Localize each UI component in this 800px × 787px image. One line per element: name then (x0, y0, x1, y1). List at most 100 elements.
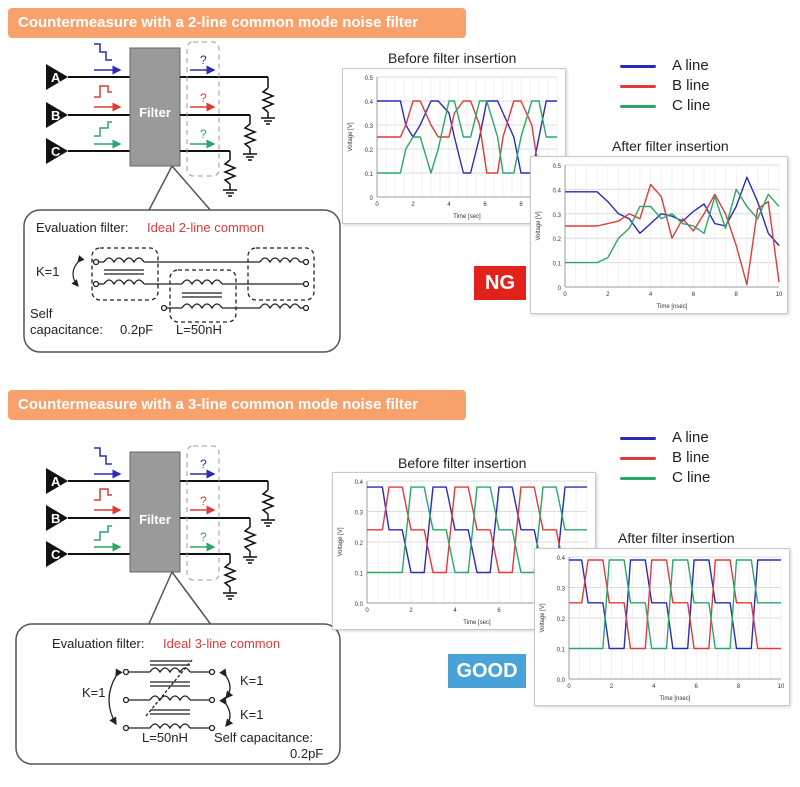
y-tick-label: 0.2 (365, 148, 374, 154)
legend-label-c: C line (672, 97, 711, 114)
x-tick-label: 6 (497, 608, 501, 614)
eval-filter-prefix: Evaluation filter: (36, 220, 129, 235)
y-tick-label: 0.3 (553, 213, 562, 219)
load-resistor-c-icon-bottom (222, 554, 238, 600)
unknown-output-box (186, 41, 220, 177)
y-tick-label: 0 (558, 286, 562, 292)
chart-title-top-before: Before filter insertion (388, 50, 517, 66)
self-cap-value: 0.2pF (120, 322, 153, 337)
legend-swatch-b-bottom (620, 457, 656, 460)
self-cap-line-bottom: Self capacitance: (214, 730, 313, 745)
y-tick-label: 0.4 (355, 480, 364, 486)
x-tick-label: 6 (692, 292, 696, 298)
x-tick-label: 4 (453, 608, 457, 614)
y-tick-label: 0.3 (557, 587, 566, 593)
x-tick-label: 0 (365, 608, 369, 614)
coupling-k-label: K=1 (36, 264, 60, 279)
legend-swatch-a-bottom (620, 437, 656, 440)
filter-block (129, 47, 181, 167)
y-tick-label: 0.4 (553, 188, 562, 194)
y-tick-label: 0.1 (365, 172, 374, 178)
line-b-source-icon-bottom (46, 505, 68, 531)
y-tick-label: 0.3 (355, 511, 364, 517)
legend-bottom: A line B line C line (620, 428, 780, 488)
series-line-b-line (565, 183, 780, 286)
section-title-3-line: Countermeasure with a 3-line common mode… (8, 390, 466, 420)
y-axis-label: Voltage [V] (348, 122, 354, 151)
x-tick-label: 4 (447, 202, 451, 208)
filter-block-bottom (129, 451, 181, 573)
legend-item: B line (620, 76, 780, 96)
three-line-coil-icon (108, 659, 234, 732)
unknown-mark-a-bottom: ? (200, 457, 207, 471)
series-line-b-line (367, 486, 587, 574)
x-tick-label: 2 (610, 684, 614, 690)
legend-swatch-b (620, 85, 656, 88)
unknown-mark-c: ? (200, 127, 207, 141)
y-axis-label: Voltage [V] (540, 603, 546, 632)
inductance-label: L=50nH (176, 322, 222, 337)
legend-label-c-bottom: C line (672, 469, 711, 486)
y-tick-label: 0.1 (553, 262, 562, 268)
x-tick-label: 10 (776, 292, 783, 298)
x-axis-label: Time [nsec] (657, 304, 688, 310)
unknown-mark-c-bottom: ? (200, 530, 207, 544)
x-tick-label: 8 (519, 202, 523, 208)
legend-item: A line (620, 428, 780, 448)
x-tick-label: 0 (563, 292, 567, 298)
line-a-source-icon-bottom (46, 468, 68, 494)
verdict-ng-badge: NG (474, 266, 526, 300)
load-resistor-c-icon (222, 151, 238, 197)
legend-label-a-bottom: A line (672, 429, 709, 446)
y-tick-label: 0.5 (553, 164, 562, 170)
y-tick-label: 0.4 (557, 556, 566, 562)
top-circuit: A B C Filter ? ? ? (23, 41, 341, 353)
legend-swatch-c (620, 105, 656, 108)
section-title-2-line: Countermeasure with a 2-line common mode… (8, 8, 466, 38)
line-b-label-bottom: B (51, 511, 60, 526)
verdict-good-badge: GOOD (448, 654, 526, 688)
load-resistor-b-icon-bottom (242, 518, 258, 564)
load-resistor-a-icon-bottom (260, 481, 276, 527)
y-tick-label: 0.5 (365, 76, 374, 82)
line-a-label-bottom: A (51, 474, 61, 489)
y-tick-label: 0 (370, 196, 374, 202)
x-tick-label: 2 (409, 608, 413, 614)
chart-title-bottom-before: Before filter insertion (398, 455, 527, 471)
line-a-label: A (51, 70, 61, 85)
common-mode-coil-icon (91, 247, 315, 323)
series-line-a-line (565, 176, 780, 246)
chart-title-top-after: After filter insertion (612, 138, 729, 154)
unknown-mark-a: ? (200, 53, 207, 67)
filter-label: Filter (139, 105, 171, 120)
y-axis-label: Voltage [V] (536, 211, 542, 240)
line-b-label: B (51, 108, 60, 123)
y-tick-label: 0.1 (355, 572, 364, 578)
y-tick-label: 0.3 (365, 124, 374, 130)
unknown-mark-b: ? (200, 91, 207, 105)
evaluation-filter-callout (23, 209, 341, 353)
evaluation-filter-callout-bottom (15, 623, 341, 765)
self-cap-line2: capacitance: (30, 322, 103, 337)
y-tick-label: 0.1 (557, 648, 566, 654)
x-axis-label: Time [nsec] (660, 696, 691, 702)
legend-item: A line (620, 56, 780, 76)
x-tick-label: 8 (737, 684, 741, 690)
line-c-source-icon-bottom (46, 541, 68, 567)
chart-title-bottom-after: After filter insertion (618, 530, 735, 546)
y-tick-label: 0.2 (557, 617, 566, 623)
eval-filter-type-bottom: Ideal 3-line common (163, 636, 280, 651)
x-tick-label: 4 (652, 684, 656, 690)
legend-label-b-bottom: B line (672, 449, 710, 466)
inductance-label-bottom: L=50nH (142, 730, 188, 745)
x-tick-label: 10 (778, 684, 785, 690)
eval-filter-prefix-bottom: Evaluation filter: (52, 636, 145, 651)
legend-label-a: A line (672, 57, 709, 74)
bottom-circuit: A B C Filter ? ? ? (15, 445, 341, 765)
series-line-a-line (569, 559, 781, 650)
x-tick-label: 0 (375, 202, 379, 208)
series-line-b-line (377, 100, 557, 174)
series-line-a-line (377, 100, 557, 174)
